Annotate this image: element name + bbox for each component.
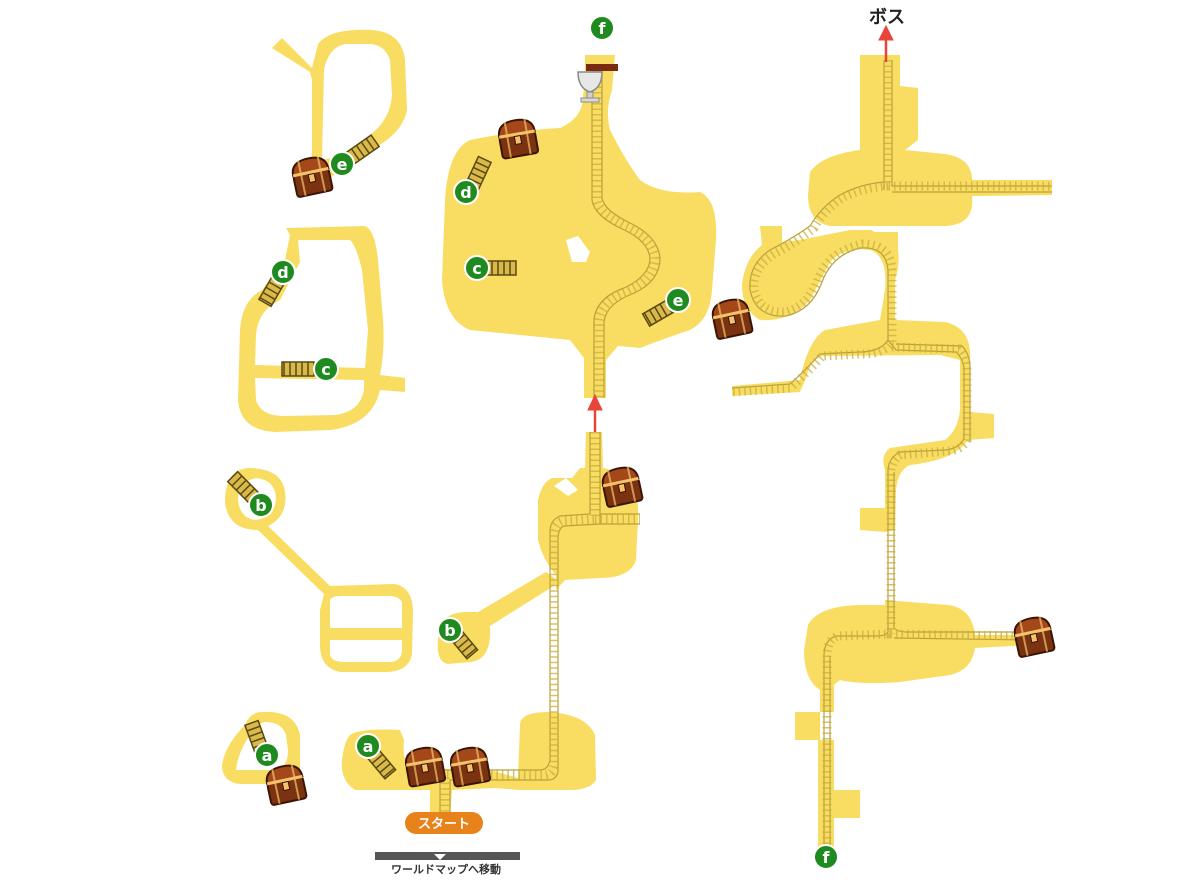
- marker-b[interactable]: b: [437, 617, 463, 643]
- svg-text:c: c: [321, 360, 330, 379]
- area-loop-a: [222, 711, 300, 785]
- svg-text:a: a: [363, 737, 374, 756]
- ladder-icon: [281, 361, 315, 377]
- svg-text:b: b: [444, 621, 455, 640]
- treasure-chest-icon[interactable]: [1010, 613, 1057, 659]
- treasure-chest-icon[interactable]: [262, 761, 309, 807]
- area-right-bottom-notch: [834, 790, 860, 818]
- treasure-chest-icon[interactable]: [447, 743, 493, 789]
- world-map-exit[interactable]: ワールドマップへ移動: [375, 852, 520, 876]
- marker-c[interactable]: c: [464, 255, 490, 281]
- marker-e[interactable]: e: [329, 151, 355, 177]
- svg-text:d: d: [460, 183, 471, 202]
- svg-text:f: f: [823, 848, 831, 867]
- area-center-mid: [538, 432, 639, 590]
- svg-text:ワールドマップへ移動: ワールドマップへ移動: [391, 862, 501, 876]
- area-loop-dc: [238, 226, 405, 432]
- marker-f[interactable]: f: [813, 844, 839, 870]
- marker-e[interactable]: e: [665, 287, 691, 313]
- red-arrow-icon[interactable]: [587, 393, 603, 432]
- rail-center-top: [591, 70, 651, 398]
- area-loop-b: [225, 468, 413, 672]
- svg-text:c: c: [472, 259, 481, 278]
- area-right-top: [808, 55, 1052, 226]
- trophy-icon: [577, 71, 603, 103]
- red-arrow-icon[interactable]: [878, 24, 894, 62]
- svg-text:d: d: [277, 263, 288, 282]
- marker-a[interactable]: a: [254, 742, 280, 768]
- rock-shape: [554, 478, 578, 496]
- svg-text:f: f: [599, 19, 607, 38]
- area-right-loop: [732, 226, 1030, 740]
- rail-bottom: [439, 759, 551, 815]
- boss-label: ボス: [869, 7, 905, 28]
- start-button[interactable]: スタート: [405, 812, 483, 834]
- svg-text:a: a: [262, 746, 273, 765]
- area-start: [341, 712, 596, 815]
- rail-center-mid: [549, 432, 591, 760]
- rail-ties: [440, 60, 1052, 856]
- rock-shape: [566, 236, 590, 262]
- rail-center-top-2: [601, 70, 661, 398]
- svg-text:e: e: [673, 291, 684, 310]
- marker-f[interactable]: f: [589, 15, 615, 41]
- area-center-cave: [442, 55, 717, 398]
- marker-a[interactable]: a: [355, 733, 381, 759]
- marker-b[interactable]: b: [248, 492, 274, 518]
- rail-center-mid-2: [557, 432, 601, 772]
- markers: e d c b a f d c: [248, 15, 839, 870]
- svg-text:e: e: [337, 155, 348, 174]
- marker-c[interactable]: c: [313, 356, 339, 382]
- treasure-chest-icon[interactable]: [402, 743, 448, 789]
- treasure-chest-icon[interactable]: [495, 115, 541, 161]
- marker-d[interactable]: d: [270, 259, 296, 285]
- rail-center-mid-branch: [600, 513, 640, 525]
- svg-text:スタート: スタート: [418, 817, 470, 832]
- gate-barrier: [586, 64, 618, 71]
- rail-bottom-2: [449, 771, 559, 815]
- svg-text:b: b: [255, 496, 266, 515]
- rail-right-main-2: [829, 343, 1031, 856]
- area-branch-b: [437, 572, 560, 664]
- marker-d[interactable]: d: [453, 179, 479, 205]
